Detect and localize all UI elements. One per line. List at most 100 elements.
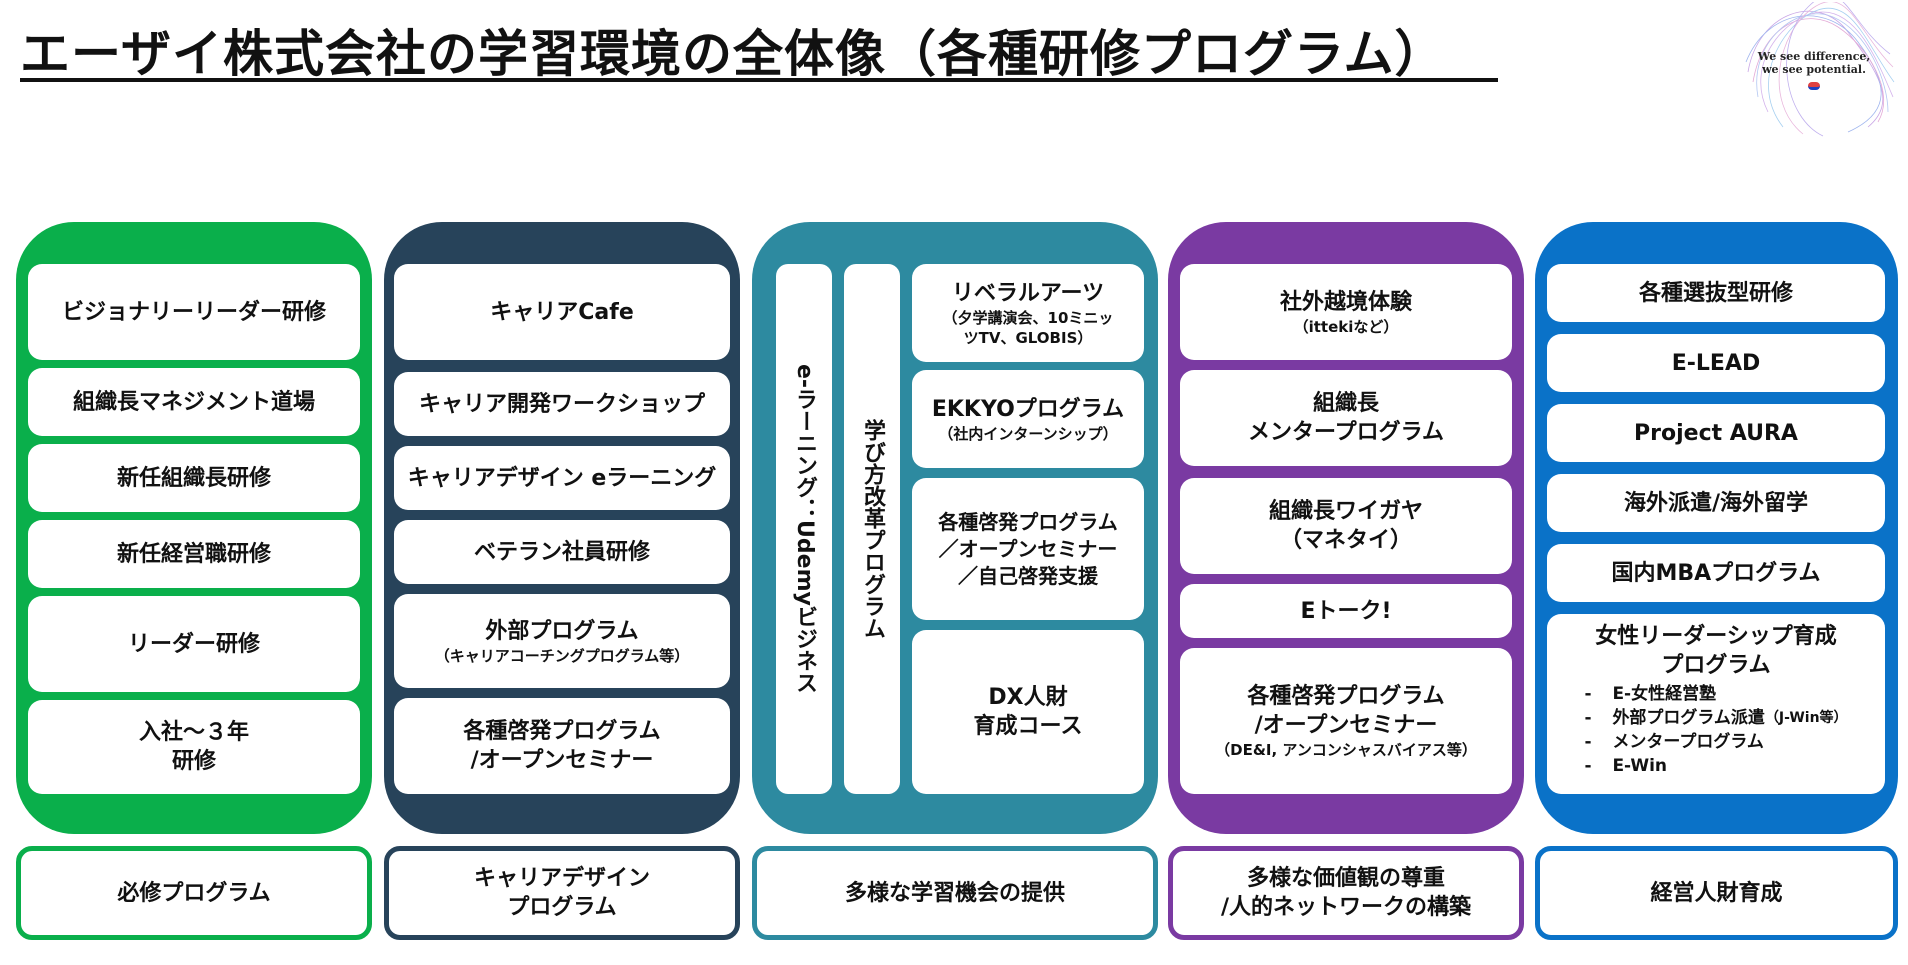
card-label-line1: 入社～３年	[138, 720, 249, 745]
page-title: エーザイ株式会社の学習環境の全体像（各種研修プログラム）	[20, 25, 1446, 83]
logo-tagline-line1: We see difference,	[1757, 50, 1871, 63]
footer-mandatory: 必修プログラム	[16, 846, 372, 940]
list-item: -E-Win	[1584, 754, 1847, 778]
logo-mark-icon	[1808, 82, 1820, 90]
card-sublabel: （社内インターンシップ）	[938, 424, 1118, 443]
card-label: E-LEAD	[1671, 350, 1761, 376]
card-label: 外部プログラム	[485, 618, 639, 644]
card-label: リベラルアーツ	[951, 280, 1105, 306]
list-item-note: （J-Win等）	[1764, 710, 1848, 726]
card-label-line2: プログラム	[1661, 653, 1771, 678]
column-mandatory: ビジョナリーリーダー研修 組織長マネジメント道場 新任組織長研修 新任経営職研修…	[16, 222, 372, 834]
card-label-line3: ／自己啓発支援	[958, 563, 1098, 588]
card-sublabel-line2: ツTV、GLOBIS）	[963, 328, 1093, 347]
card-label-line1: 各種啓発プログラム	[463, 719, 661, 744]
footer-executive-development: 経営人財育成	[1535, 846, 1898, 940]
card-career-elearning: キャリアデザイン eラーニング	[394, 446, 730, 510]
footer-diversity-network: 多様な価値観の尊重 /人的ネットワークの構築	[1168, 846, 1524, 940]
card-dx-talent: DX人財 育成コース	[912, 630, 1144, 794]
card-e-lead: E-LEAD	[1547, 334, 1885, 392]
card-label-line2: メンタープログラム	[1247, 420, 1445, 445]
list-item: -メンタープログラム	[1584, 730, 1847, 754]
card-label: Eトーク!	[1300, 598, 1392, 624]
card-label: ベテラン社員研修	[473, 539, 650, 565]
card-women-leadership: 女性リーダーシップ育成 プログラム -E-女性経営塾 -外部プログラム派遣（J-…	[1547, 614, 1885, 794]
card-new-executive: 新任経営職研修	[28, 520, 360, 588]
card-project-aura: Project AURA	[1547, 404, 1885, 462]
card-domestic-mba: 国内MBAプログラム	[1547, 544, 1885, 602]
card-label: キャリア開発ワークショップ	[418, 391, 705, 417]
card-liberal-arts: リベラルアーツ （夕学講演会、10ミニッ ツTV、GLOBIS）	[912, 264, 1144, 362]
card-label: 組織長マネジメント道場	[72, 389, 315, 415]
card-leader-training: リーダー研修	[28, 596, 360, 692]
column-diversity-network: 社外越境体験 （ittekiなど） 組織長 メンタープログラム 組織長ワイガヤ …	[1168, 222, 1524, 834]
card-ekkyo-program: EKKYOプログラム （社内インターンシップ）	[912, 370, 1144, 468]
card-management-dojo: 組織長マネジメント道場	[28, 368, 360, 436]
logo-tagline-line2: we see potential.	[1762, 63, 1866, 76]
card-label: Project AURA	[1634, 420, 1798, 446]
card-label-line1: 女性リーダーシップ育成	[1595, 624, 1837, 649]
card-label: 学び方改革プログラム	[860, 419, 885, 639]
card-sublabel: （ittekiなど）	[1293, 317, 1399, 336]
bullet-dash: -	[1584, 684, 1592, 704]
bullet-dash: -	[1584, 708, 1592, 728]
card-label-line1: 組織長	[1312, 391, 1379, 416]
card-label: 社外越境体験	[1279, 289, 1412, 315]
card-label-line2: /オープンセミナー	[1254, 713, 1438, 738]
footer-label: 多様な学習機会の提供	[844, 880, 1065, 906]
card-manager-mentor: 組織長 メンタープログラム	[1180, 370, 1512, 466]
card-label-line2: 研修	[171, 749, 216, 774]
card-label-line1: 各種啓発プログラム	[1247, 684, 1445, 709]
card-visionary-leader: ビジョナリーリーダー研修	[28, 264, 360, 360]
card-label-line1: 各種啓発プログラム	[938, 509, 1118, 534]
footer-label-line2: /人的ネットワークの構築	[1220, 895, 1472, 920]
logo-tagline: We see difference, we see potential.	[1728, 50, 1900, 76]
footer-label: 必修プログラム	[117, 880, 271, 906]
card-label: EKKYOプログラム	[931, 396, 1125, 422]
card-label-line2: （マネタイ）	[1279, 528, 1412, 553]
card-career-workshop: キャリア開発ワークショップ	[394, 372, 730, 436]
card-learning-reform: 学び方改革プログラム	[844, 264, 900, 794]
card-enlightenment-support: 各種啓発プログラム ／オープンセミナー ／自己啓発支援	[912, 478, 1144, 620]
list-item-text: メンタープログラム	[1612, 732, 1764, 752]
list-item-text: E-Win	[1612, 756, 1668, 776]
card-veteran-training: ベテラン社員研修	[394, 520, 730, 584]
column-career-design: キャリアCafe キャリア開発ワークショップ キャリアデザイン eラーニング ベ…	[384, 222, 740, 834]
card-label: ビジョナリーリーダー研修	[61, 299, 326, 325]
footer-label: 経営人財育成	[1650, 880, 1783, 906]
footer-label-line2: プログラム	[507, 895, 617, 920]
card-sublabel-line1: （夕学講演会、10ミニッ	[942, 308, 1114, 327]
column-learning-opportunities: e-ラーニング：Udemyビジネス 学び方改革プログラム リベラルアーツ （夕学…	[752, 222, 1158, 834]
card-label-line2: 育成コース	[973, 714, 1083, 739]
card-selective-training: 各種選抜型研修	[1547, 264, 1885, 322]
column-executive-development: 各種選抜型研修 E-LEAD Project AURA 海外派遣/海外留学 国内…	[1535, 222, 1898, 834]
card-label: 各種選抜型研修	[1638, 280, 1793, 306]
footer-label-line1: キャリアデザイン	[473, 866, 650, 891]
card-manager-waigaya: 組織長ワイガヤ （マネタイ）	[1180, 478, 1512, 574]
card-udemy-business: e-ラーニング：Udemyビジネス	[776, 264, 832, 794]
logo-wave-graphic	[1745, 2, 1895, 137]
card-career-cafe: キャリアCafe	[394, 264, 730, 360]
card-enlightenment-dei: 各種啓発プログラム /オープンセミナー （DE&I, アンコンシャスバイアス等）	[1180, 648, 1512, 794]
card-label-line1: DX人財	[988, 685, 1068, 710]
card-label: 国内MBAプログラム	[1611, 560, 1821, 586]
card-sublabel: （キャリアコーチングプログラム等）	[434, 646, 690, 665]
list-item-text: E-女性経営塾	[1612, 684, 1717, 704]
card-label: e-ラーニング：Udemyビジネス	[792, 364, 817, 694]
women-program-list: -E-女性経営塾 -外部プログラム派遣（J-Win等） -メンタープログラム -…	[1584, 682, 1847, 778]
card-external-program: 外部プログラム （キャリアコーチングプログラム等）	[394, 594, 730, 688]
list-item: -E-女性経営塾	[1584, 682, 1847, 706]
footer-career-design: キャリアデザイン プログラム	[384, 846, 740, 940]
card-external-ekkyo: 社外越境体験 （ittekiなど）	[1180, 264, 1512, 360]
card-label: 海外派遣/海外留学	[1623, 490, 1809, 516]
card-label: キャリアデザイン eラーニング	[407, 465, 717, 491]
footer-label-line1: 多様な価値観の尊重	[1246, 866, 1445, 891]
title-underline	[20, 78, 1498, 82]
card-sublabel: （DE&I, アンコンシャスバイアス等）	[1215, 741, 1477, 759]
card-new-manager: 新任組織長研修	[28, 444, 360, 512]
card-enlightenment-seminar: 各種啓発プログラム /オープンセミナー	[394, 698, 730, 794]
card-label: 新任組織長研修	[116, 465, 271, 491]
card-overseas-study: 海外派遣/海外留学	[1547, 474, 1885, 532]
card-label: リーダー研修	[127, 631, 260, 657]
list-item: -外部プログラム派遣（J-Win等）	[1584, 706, 1847, 730]
